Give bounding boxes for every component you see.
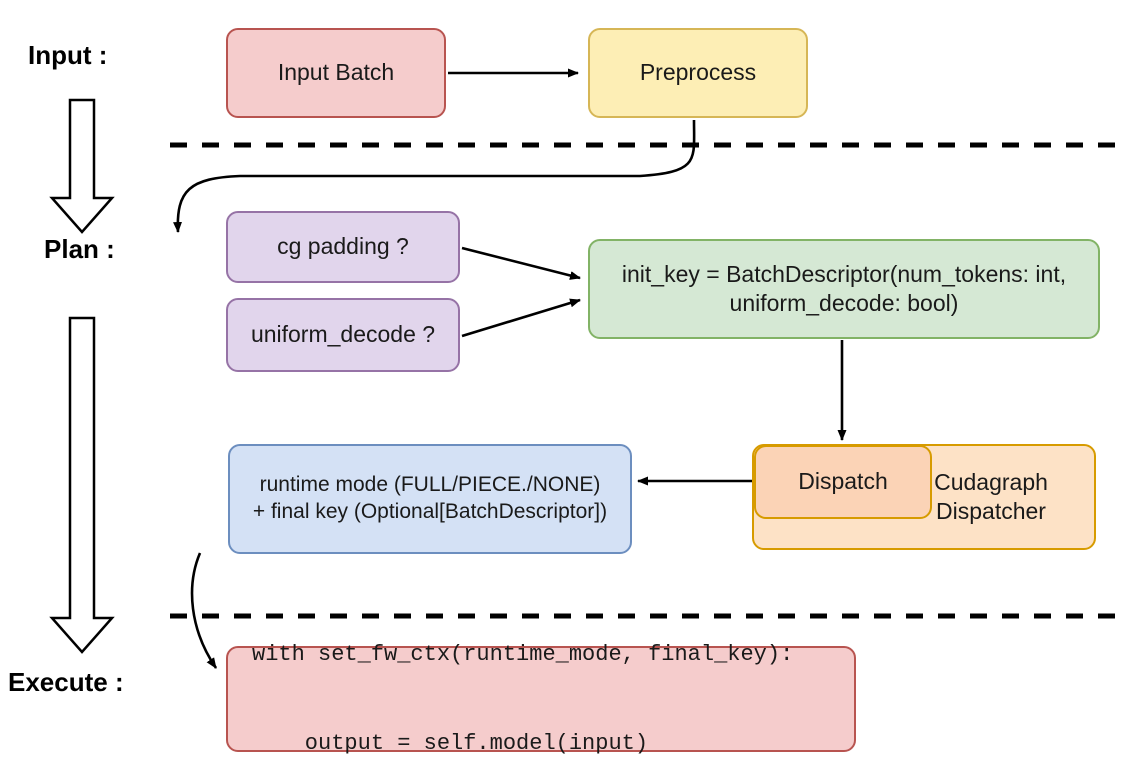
stage-label-input: Input : [28, 40, 108, 70]
node-cudagraph-dispatcher-label-line1: Cudagraph [934, 468, 1048, 495]
node-input-batch[interactable]: Input Batch [226, 28, 446, 118]
node-init-key-label-line2: uniform_decode: bool) [729, 290, 959, 316]
node-init-key[interactable]: init_key = BatchDescriptor(num_tokens: i… [588, 239, 1100, 339]
node-runtime-mode-label-line1: runtime mode (FULL/PIECE./NONE) [259, 473, 601, 497]
node-uniform-decode-label: uniform_decode ? [250, 321, 436, 348]
edge-cg-padding-to-init-key [461, 246, 581, 280]
stage-label-plan: Plan : [44, 234, 115, 264]
node-execute-code-line1: with set_fw_ctx(runtime_mode, final_key)… [252, 641, 794, 667]
node-cg-padding[interactable]: cg padding ? [226, 211, 460, 283]
node-init-key-label-line1: init_key = BatchDescriptor(num_tokens: i… [621, 260, 1067, 287]
node-runtime-mode-label-line2: + final key (Optional[BatchDescriptor]) [252, 500, 608, 523]
edge-uniform-decode-to-init-key [461, 298, 581, 338]
node-cudagraph-dispatcher-label-line2: Dispatcher [936, 498, 1046, 524]
node-dispatch-label: Dispatch [798, 468, 888, 495]
stage-label-execute: Execute : [8, 667, 124, 697]
stage-block-arrow-plan-execute [49, 316, 115, 654]
node-execute-code[interactable]: with set_fw_ctx(runtime_mode, final_key)… [226, 642, 856, 756]
stage-block-arrow-input-plan [49, 98, 115, 234]
node-input-batch-label: Input Batch [277, 59, 395, 86]
edge-runtime-mode-to-execute-code [190, 552, 218, 669]
node-cg-padding-label: cg padding ? [277, 233, 409, 260]
node-execute-code-line2: output = self.model(input) [252, 730, 649, 756]
node-preprocess[interactable]: Preprocess [588, 28, 808, 118]
node-uniform-decode[interactable]: uniform_decode ? [226, 298, 460, 372]
node-runtime-mode[interactable]: runtime mode (FULL/PIECE./NONE) + final … [228, 444, 632, 554]
node-dispatch[interactable]: Dispatch [754, 445, 932, 519]
node-preprocess-label: Preprocess [639, 59, 757, 86]
